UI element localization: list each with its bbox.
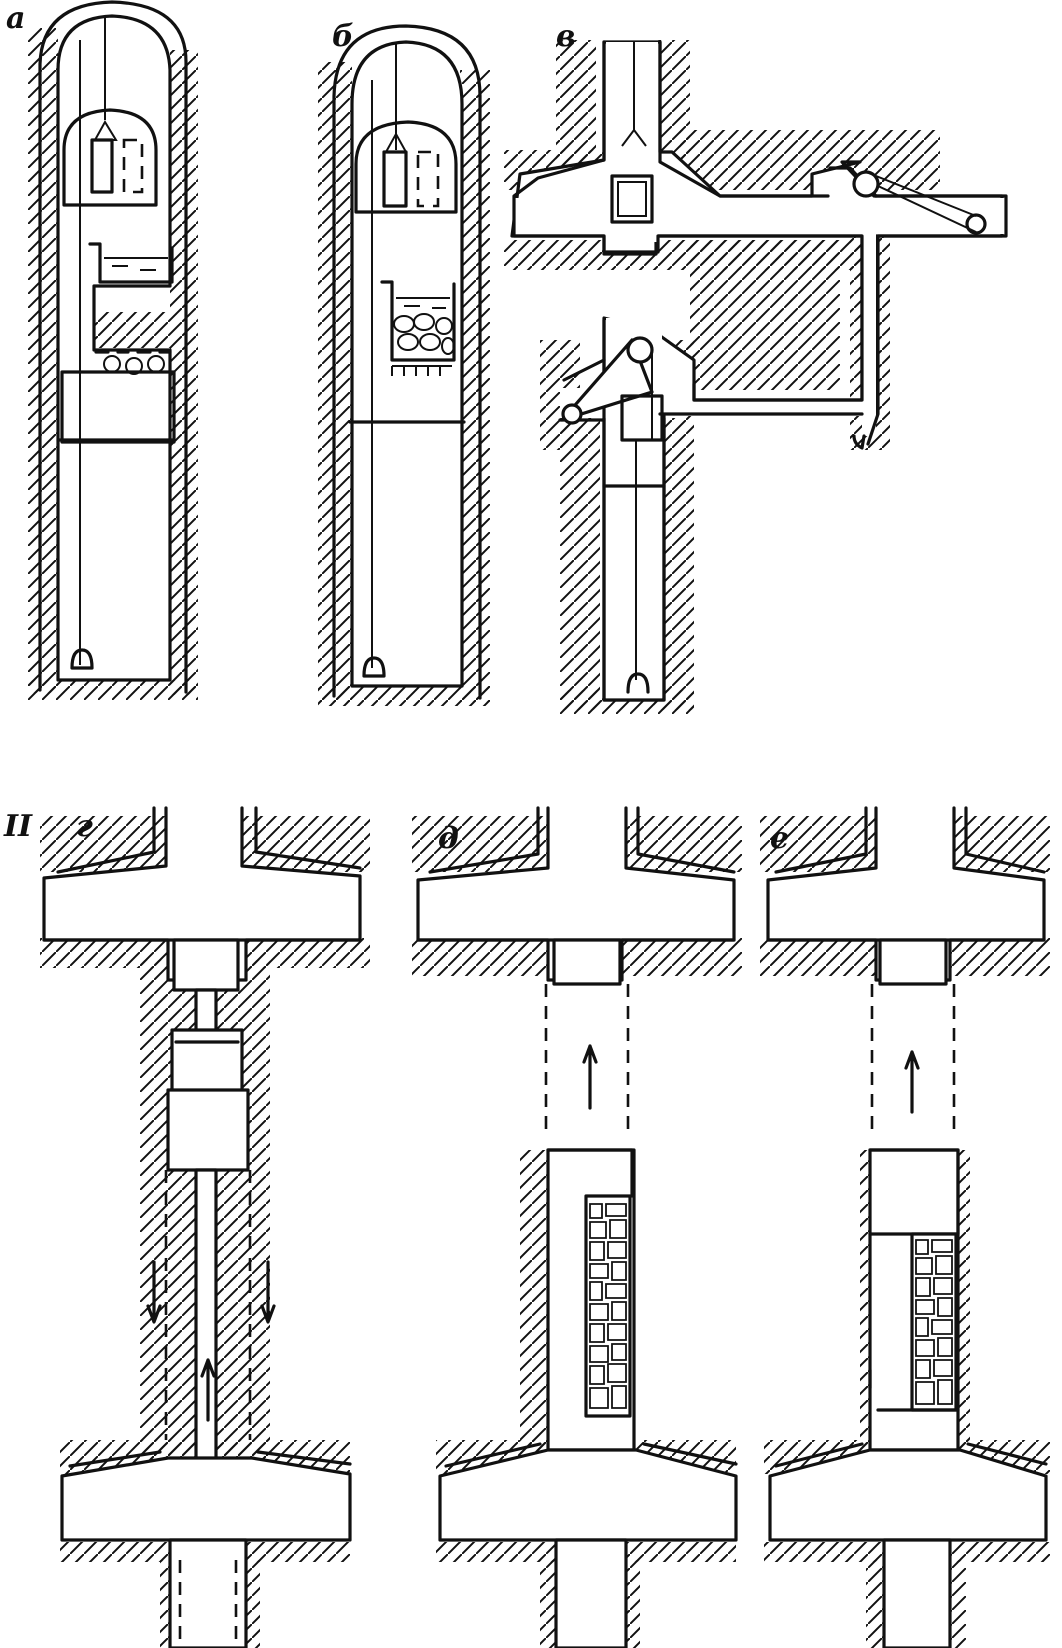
shaft-a-outline — [56, 14, 172, 682]
panel-v — [504, 40, 1008, 714]
panel-d — [412, 806, 742, 1648]
drift-d-bottom — [438, 1448, 738, 1542]
cage-a — [60, 370, 176, 444]
skip-v-lower — [620, 394, 664, 442]
chamber-a — [62, 108, 158, 207]
skip-b — [382, 150, 408, 208]
panel-g — [40, 806, 370, 1648]
drift-g-bottom — [60, 1456, 352, 1542]
section-mark: II — [3, 809, 33, 844]
panel-label-a: а — [6, 1, 25, 36]
raise-pipe-g — [194, 1168, 218, 1462]
collar-e — [878, 938, 948, 986]
skip-a — [90, 138, 114, 194]
panel-b — [318, 24, 490, 706]
drift-e-bottom — [768, 1448, 1048, 1542]
shaft-b-outline — [350, 40, 464, 688]
panel-label-b: б — [332, 19, 354, 54]
panel-a — [28, 0, 198, 700]
skip-v — [610, 174, 654, 224]
cage-g — [170, 1028, 244, 1094]
collar-d — [552, 938, 622, 986]
chamber-b — [354, 120, 458, 214]
collar-g — [172, 938, 240, 992]
panel-e — [760, 806, 1050, 1648]
